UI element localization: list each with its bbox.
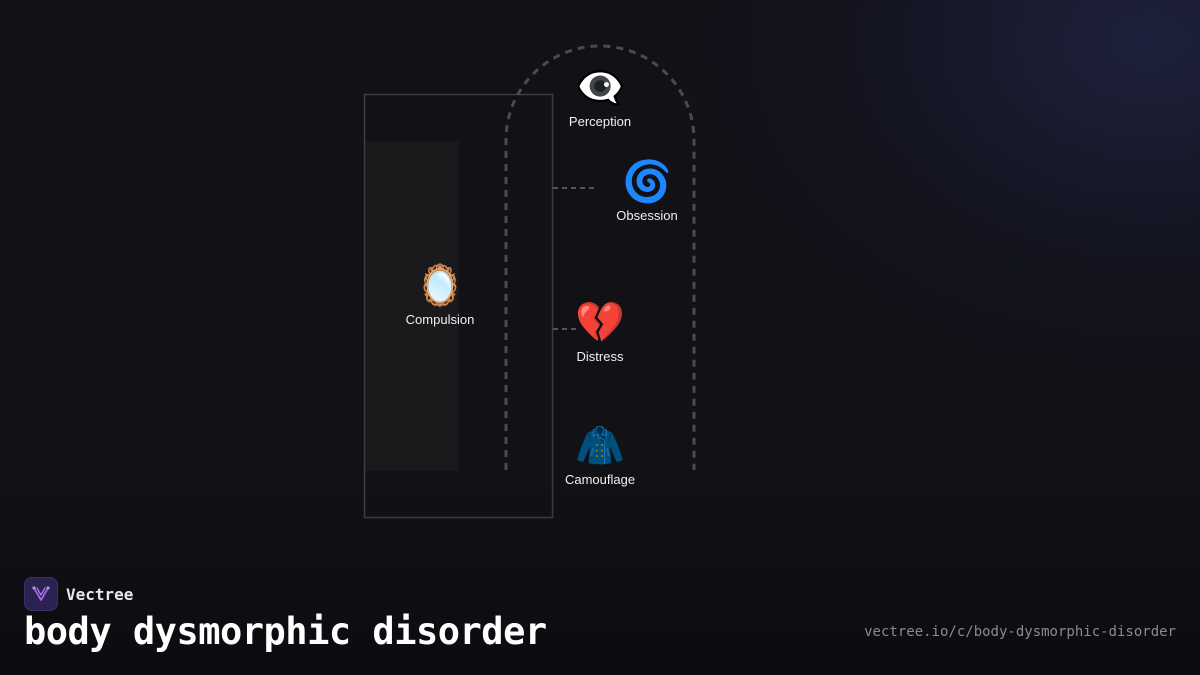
spiral-icon: 🌀 [622,159,672,205]
page-title: body dysmorphic disorder [24,610,547,653]
cycle-arch-connector [504,44,696,470]
node-label: Distress [576,349,624,364]
compulsion-inner-panel [365,141,459,471]
mirror-icon: 🪞 [415,263,465,309]
node-camouflage[interactable]: 🧥 Camouflage [565,422,635,488]
node-obsession[interactable]: 🌀 Obsession [616,158,677,224]
compulsion-group-frame [363,93,554,519]
node-label: Obsession [616,208,678,223]
eye-icon: 👁️‍🗨️ [575,65,625,111]
node-label: Perception [568,114,632,129]
node-label: Camouflage [564,472,636,487]
node-distress[interactable]: 💔 Distress [575,299,625,365]
node-compulsion[interactable]: 🪞 Compulsion [406,262,475,328]
node-perception[interactable]: 👁️‍🗨️ Perception [569,64,631,130]
broken-heart-icon: 💔 [575,300,625,346]
brand: Vectree [24,577,133,611]
brand-name: Vectree [66,584,134,604]
source-url[interactable]: vectree.io/c/body-dysmorphic-disorder [864,624,1176,640]
vectree-logo-icon [24,577,58,611]
node-label: Compulsion [405,312,475,327]
coat-icon: 🧥 [575,423,625,469]
